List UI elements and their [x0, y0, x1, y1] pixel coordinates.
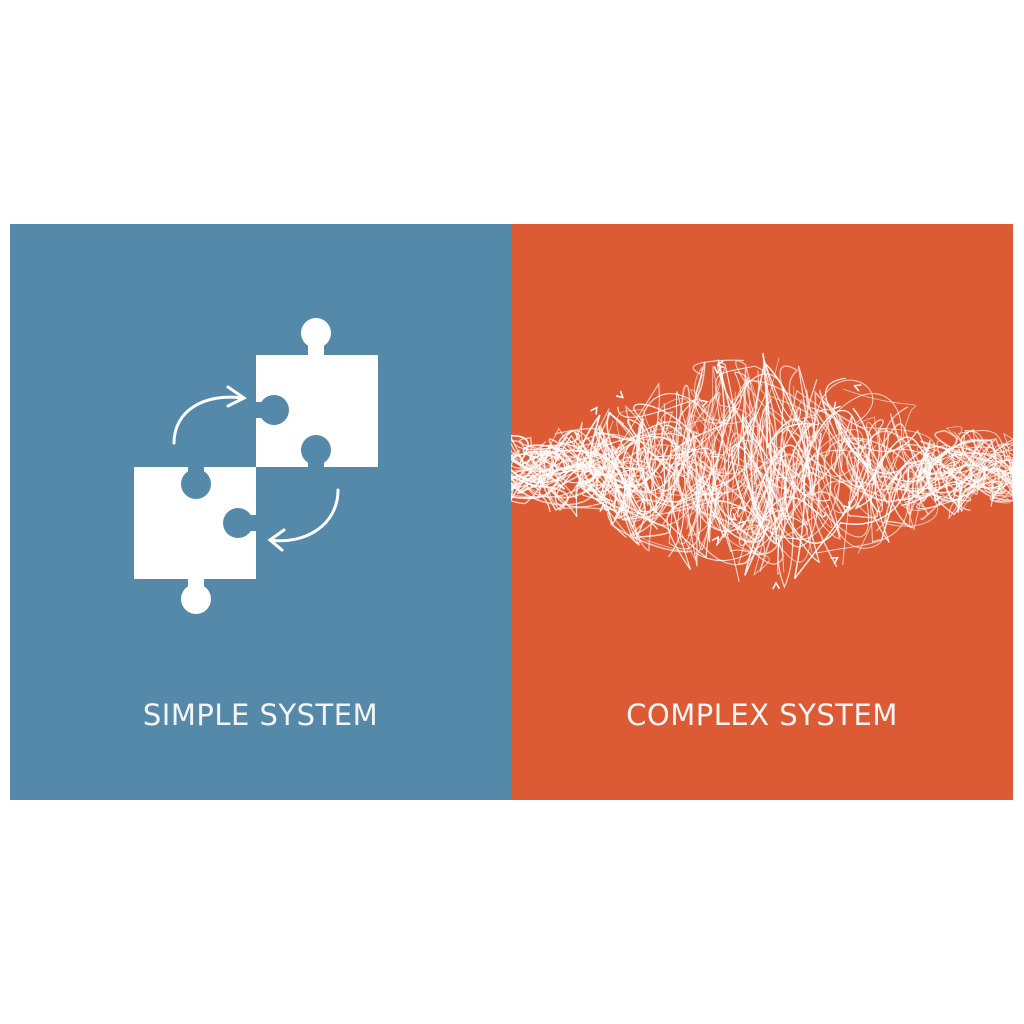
tangle-arrowhead	[933, 493, 942, 503]
tangle-line	[991, 432, 1013, 500]
complex-system-panel: COMPLEX SYSTEM	[511, 224, 1013, 800]
tangle-arrowhead	[615, 390, 624, 399]
tangle-arrowhead	[575, 444, 584, 453]
tangle-line	[587, 420, 727, 567]
tangle-line	[867, 419, 994, 543]
tangle-arrowhead	[528, 475, 537, 484]
tangle-line	[969, 438, 1013, 496]
tangle-line	[742, 354, 832, 502]
tangle-line	[709, 429, 939, 576]
puzzle-pieces-icon	[134, 318, 378, 614]
tangle-arrowhead	[716, 360, 725, 369]
tangle-arrowhead	[830, 556, 839, 565]
tangle-arrowhead	[590, 406, 598, 415]
tangle-arrowhead	[713, 366, 722, 375]
tangle-line	[601, 403, 717, 525]
simple-system-label: SIMPLE SYSTEM	[142, 698, 379, 732]
tangle-line	[771, 377, 869, 492]
tangle-line	[741, 352, 932, 576]
rotate-arrow-bottom	[267, 488, 340, 552]
tangle-line	[880, 423, 1007, 529]
tangle-line	[818, 392, 1013, 494]
simple-system-panel: SIMPLE SYSTEM	[10, 224, 511, 800]
tangle-line	[769, 389, 882, 565]
tangle-arrowhead	[710, 450, 719, 458]
tangle-line	[911, 438, 1003, 499]
tangle-line	[741, 430, 1013, 528]
tangle-line	[708, 373, 814, 541]
tangle-arrowhead	[843, 501, 852, 510]
tangle-line	[777, 379, 879, 589]
tangle-line	[687, 380, 877, 563]
tangle-line	[712, 357, 816, 534]
tangle-arrowhead	[954, 448, 963, 457]
tangle-arrowhead	[738, 521, 747, 529]
tangle-line	[610, 383, 778, 553]
tangle-line	[597, 411, 669, 519]
tangle-line	[838, 428, 930, 488]
tangle-arrowhead	[700, 399, 709, 408]
tangle-arrowhead	[614, 485, 623, 494]
tangle-arrowhead	[833, 401, 841, 410]
complex-system-label: COMPLEX SYSTEM	[626, 698, 898, 732]
tangle-line	[622, 424, 695, 516]
tangled-lines-icon	[511, 352, 1013, 590]
tangle-line	[511, 445, 566, 501]
tangle-arrowhead	[599, 503, 608, 512]
tangle-line	[660, 359, 748, 582]
tangle-arrowhead	[772, 581, 781, 590]
tangle-arrowhead	[711, 535, 719, 545]
tangle-arrowhead	[922, 450, 931, 460]
tangle-line	[743, 365, 859, 544]
tangle-line	[928, 430, 1007, 493]
rotate-arrow-top	[172, 385, 247, 445]
tangle-line	[916, 429, 1013, 516]
tangle-line	[673, 368, 793, 533]
tangle-arrowhead	[863, 458, 872, 468]
tangle-line	[511, 361, 754, 532]
tangle-line	[526, 421, 682, 507]
tangle-line	[649, 391, 702, 550]
tangle-line	[570, 408, 690, 505]
tangle-line	[511, 427, 630, 514]
tangle-arrowhead	[853, 384, 862, 392]
tangle-line	[717, 361, 827, 545]
tangle-arrowhead	[728, 513, 738, 521]
